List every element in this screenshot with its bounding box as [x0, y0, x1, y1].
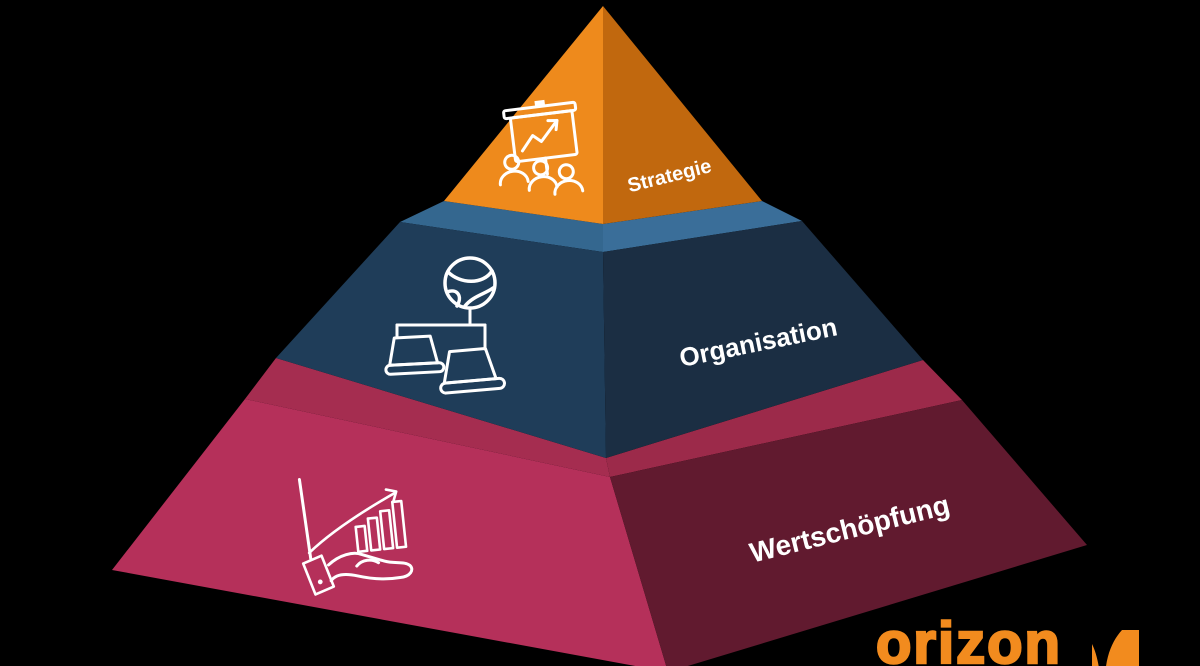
- strategie-face-right: [603, 6, 762, 224]
- laptop-right-icon: [439, 346, 507, 395]
- globe-network-laptops-icon: [384, 256, 507, 395]
- organisation-top-face-left: [400, 201, 603, 252]
- laptop-left-icon: [384, 334, 446, 376]
- wertschoepfung-top-face-right: [606, 360, 962, 477]
- orizon-logo: orizon: [875, 610, 1139, 666]
- organisation-front-face-left: [276, 222, 606, 458]
- pyramid-layer-organisation: Organisation: [276, 201, 923, 458]
- wertschoepfung-top-face-left: [245, 358, 610, 477]
- pyramid-layer-wertschoepfung: Wertschöpfung: [112, 358, 1087, 666]
- logo-swoosh-cutout: [1092, 630, 1122, 666]
- strategie-face-left: [444, 6, 603, 224]
- organisation-top-face-right: [603, 201, 802, 252]
- presentation-audience-icon: [498, 99, 585, 196]
- organisation-front-face-right: [603, 221, 923, 458]
- hand-growth-chart-icon: [297, 478, 414, 596]
- pyramid-layer-strategie: Strategie: [444, 6, 762, 224]
- orizon-logo-text: orizon: [876, 611, 1062, 666]
- wertschoepfung-front-face-right: [610, 400, 1087, 666]
- wertschoepfung-front-face-left: [112, 399, 667, 666]
- orizon-square-swoosh-mark: [1092, 630, 1139, 666]
